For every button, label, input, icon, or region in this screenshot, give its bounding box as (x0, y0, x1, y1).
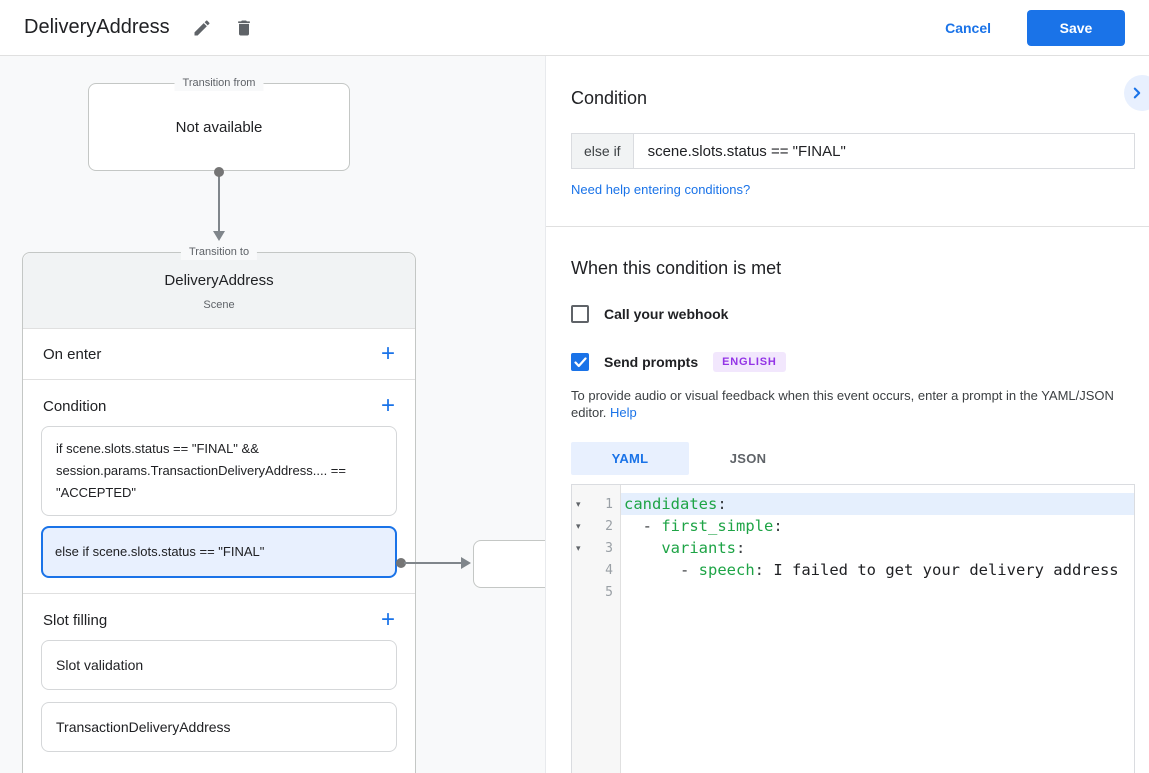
slot-filling-section: Slot filling + Slot validation Transacti… (23, 594, 415, 752)
condition-target-node[interactable] (473, 540, 545, 588)
on-enter-label: On enter (43, 345, 102, 363)
transition-from-value: Not available (175, 118, 263, 136)
send-prompts-label: Send prompts (604, 354, 699, 370)
connector-start-dot (214, 167, 224, 177)
transition-to-label: Transition to (180, 245, 258, 260)
add-condition-icon[interactable]: + (380, 392, 395, 419)
when-condition-heading: When this condition is met (571, 258, 782, 278)
editor-format-tabs: YAML JSON (571, 442, 1135, 475)
code-area[interactable]: candidates: - first_simple: variants: - … (621, 485, 1134, 773)
condition-connector-line (404, 562, 462, 564)
condition-item[interactable]: if scene.slots.status == "FINAL" && sess… (41, 426, 397, 516)
check-icon (573, 356, 587, 367)
condition-section: Condition + if scene.slots.status == "FI… (23, 380, 415, 594)
add-on-enter-icon[interactable]: + (380, 340, 395, 367)
line-number: 3 (605, 540, 613, 556)
transition-from-label: Transition from (174, 76, 264, 91)
condition-item-selected[interactable]: else if scene.slots.status == "FINAL" (41, 526, 397, 578)
scene-type-label: Scene (203, 299, 235, 311)
condition-expression-row: else if scene.slots.status == "FINAL" (571, 133, 1135, 169)
conditions-help-link[interactable]: Need help entering conditions? (571, 182, 751, 197)
webhook-row: Call your webhook (571, 305, 1135, 323)
line-number: 5 (605, 584, 613, 600)
cancel-button[interactable]: Cancel (945, 19, 991, 36)
gutter-row: 4 (572, 559, 620, 581)
gutter-row: 5 (572, 581, 620, 603)
tab-yaml[interactable]: YAML (571, 442, 689, 475)
top-bar: DeliveryAddress Cancel Save (0, 0, 1149, 56)
help-link[interactable]: Help (610, 405, 637, 420)
slot-item[interactable]: TransactionDeliveryAddress (41, 702, 397, 752)
chevron-right-icon (1133, 87, 1141, 99)
add-slot-icon[interactable]: + (380, 606, 395, 633)
page-title: DeliveryAddress (24, 16, 170, 38)
gutter-row: ▾ 2 (572, 515, 620, 537)
line-number: 2 (605, 518, 613, 534)
send-prompts-row: Send prompts ENGLISH (571, 352, 1135, 372)
save-button[interactable]: Save (1027, 9, 1125, 46)
call-webhook-checkbox[interactable] (571, 305, 589, 323)
scene-card[interactable]: Transition to DeliveryAddress Scene On e… (22, 245, 416, 773)
fold-arrow-icon[interactable]: ▾ (576, 498, 581, 509)
gutter-row: ▾ 3 (572, 537, 620, 559)
condition-section-header: Condition + (23, 380, 415, 426)
gutter-row: ▾ 1 (572, 493, 620, 515)
transition-from-node[interactable]: Transition from Not available (88, 76, 350, 171)
fold-arrow-icon[interactable]: ▾ (576, 542, 581, 553)
line-number: 4 (605, 562, 613, 578)
collapse-panel-button[interactable] (1124, 75, 1149, 111)
on-enter-row: On enter + (23, 329, 415, 380)
code-line: variants: (661, 539, 746, 557)
slot-filling-section-header: Slot filling + (23, 594, 415, 640)
code-editor[interactable]: ▾ 1 ▾ 2 ▾ 3 4 5 candidates: - first_sim (571, 484, 1135, 773)
delete-icon[interactable] (234, 18, 254, 38)
edit-icon[interactable] (192, 18, 212, 38)
code-line: - first_simple: (642, 517, 783, 535)
condition-prefix: else if (572, 134, 634, 168)
condition-label: Condition (43, 397, 107, 415)
connector-arrowhead-right (461, 557, 471, 569)
prompts-description-text: To provide audio or visual feedback when… (571, 388, 1114, 420)
send-prompts-checkbox[interactable] (571, 353, 589, 371)
panel-divider (546, 226, 1149, 227)
call-webhook-label: Call your webhook (604, 306, 729, 322)
prompts-description: To provide audio or visual feedback when… (571, 387, 1135, 421)
tab-json[interactable]: JSON (729, 451, 767, 466)
language-badge: ENGLISH (713, 352, 786, 372)
scene-card-header: DeliveryAddress Scene (23, 253, 415, 329)
code-line (621, 581, 1134, 603)
condition-connector-dot (396, 558, 406, 568)
panel-title: Condition (571, 88, 648, 108)
connector-arrowhead-down (213, 231, 225, 241)
editor-gutter: ▾ 1 ▾ 2 ▾ 3 4 5 (572, 485, 621, 773)
connector-vertical-line (218, 172, 220, 232)
code-line: candidates: (621, 493, 1134, 515)
condition-detail-panel: Condition else if scene.slots.status == … (546, 56, 1149, 773)
scene-flow-canvas: Transition from Not available Transition… (0, 56, 546, 773)
condition-expression-input[interactable]: scene.slots.status == "FINAL" (647, 142, 846, 160)
fold-arrow-icon[interactable]: ▾ (576, 520, 581, 531)
slot-filling-label: Slot filling (43, 611, 108, 629)
scene-name: DeliveryAddress (164, 272, 274, 289)
code-line: - speech: I failed to get your delivery … (680, 561, 1119, 579)
line-number: 1 (605, 496, 613, 512)
slot-item[interactable]: Slot validation (41, 640, 397, 690)
